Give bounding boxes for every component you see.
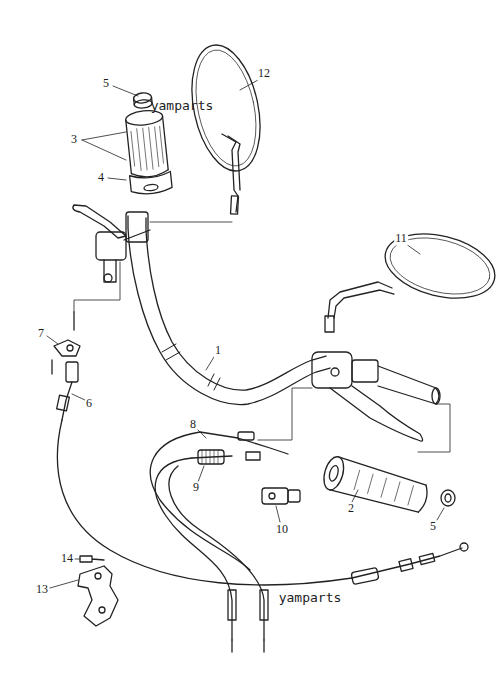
cable-bracket xyxy=(78,556,118,626)
throttle-cables xyxy=(150,432,288,652)
leader-frame xyxy=(74,222,450,452)
clutch-cable xyxy=(57,420,468,585)
callout-number: 11 xyxy=(394,232,408,245)
leader-lines xyxy=(47,80,444,588)
callout-number: 14 xyxy=(60,552,74,565)
callout-number: 7 xyxy=(37,327,45,340)
callout-number: 3 xyxy=(70,133,78,146)
watermark: yamparts xyxy=(278,591,343,605)
mirror-right xyxy=(325,223,500,332)
callout-number: 2 xyxy=(347,502,355,515)
callout-number: 4 xyxy=(97,171,105,184)
callout-number: 12 xyxy=(257,67,271,80)
mirror-left xyxy=(181,39,270,214)
clutch-lever xyxy=(73,205,150,282)
callout-number: 9 xyxy=(192,481,200,494)
callout-number: 8 xyxy=(189,418,197,431)
callout-number: 6 xyxy=(85,397,93,410)
brake-lever xyxy=(312,352,440,441)
callout-number: 5 xyxy=(102,77,110,90)
callout-number: 1 xyxy=(214,344,222,357)
callout-number: 13 xyxy=(35,583,49,596)
callout-number: 10 xyxy=(275,523,289,536)
clutch-clamp xyxy=(52,312,80,420)
cable-adjuster xyxy=(262,488,300,504)
grip-right xyxy=(320,454,430,516)
handlebar xyxy=(128,216,330,405)
callout-number: 5 xyxy=(429,520,437,533)
watermark: yamparts xyxy=(150,99,215,113)
bar-end-cap xyxy=(441,490,455,506)
